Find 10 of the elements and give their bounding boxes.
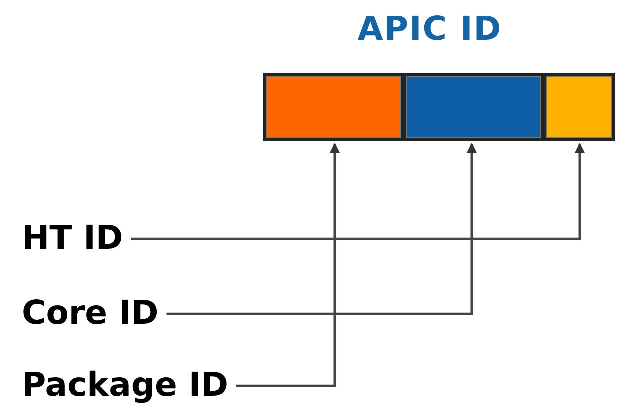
bit-field-segment [543,73,615,141]
bit-field-segment [403,73,544,141]
leader-arrow [166,143,477,316]
leader-arrow [131,143,585,240]
field-label: Package ID [22,368,229,401]
field-label: HT ID [22,221,124,254]
leader-arrow [236,143,340,388]
field-label: Core ID [22,296,159,329]
bit-field-segment [263,73,404,141]
title: APIC ID [356,12,504,45]
